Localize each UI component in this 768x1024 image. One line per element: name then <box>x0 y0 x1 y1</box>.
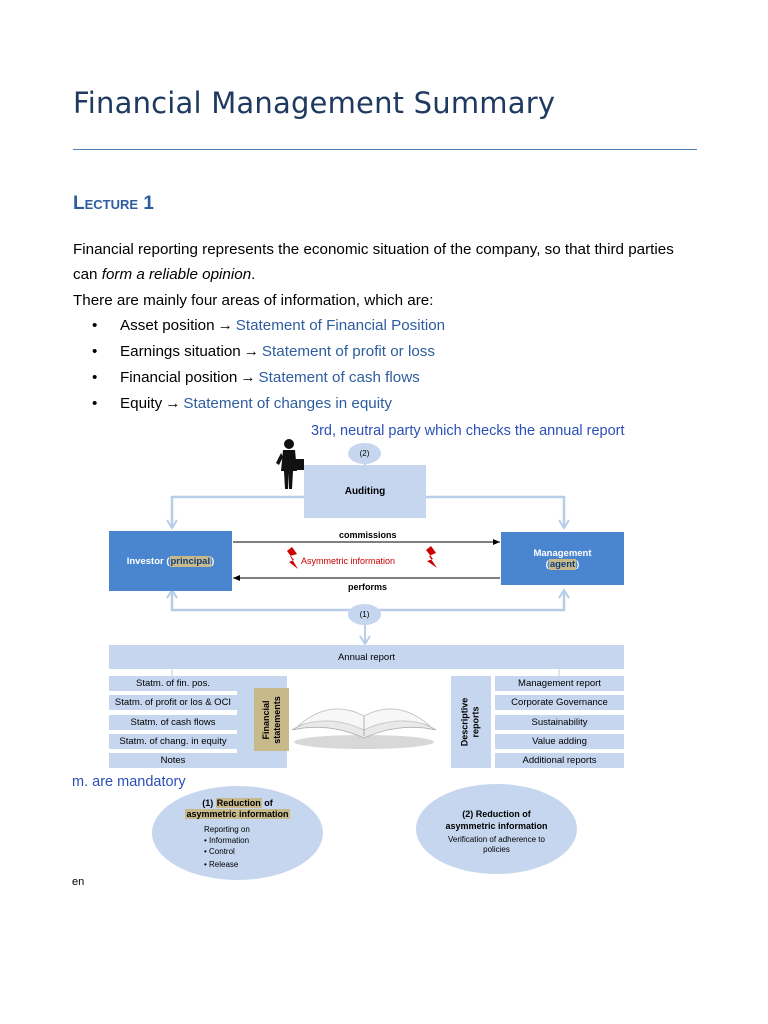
agent-line: (agent) <box>545 558 580 570</box>
intro-emphasis: form a reliable opinion <box>101 266 252 283</box>
agent-highlight: agent <box>548 558 577 570</box>
oval-1-of: of <box>264 798 273 808</box>
list-item: • Release <box>204 860 239 869</box>
commissions-label: commissions <box>339 530 397 540</box>
marker-2-badge: (2) <box>348 443 381 464</box>
list-item: Value adding <box>495 734 624 749</box>
bullet-statement: Statement of changes in equity <box>183 395 392 412</box>
third-party-annotation: 3rd, neutral party which checks the annu… <box>311 423 625 439</box>
cut-off-text: en <box>72 876 85 888</box>
areas-intro: There are mainly four areas of informati… <box>73 292 434 309</box>
oval-2-body: Verification of adherence to policies <box>416 835 577 855</box>
mandatory-annotation: m. are mandatory <box>72 774 186 790</box>
list-item: Corporate Governance <box>495 695 624 710</box>
financial-label-2: statements <box>272 696 282 744</box>
oval-1-sub: Reporting on <box>204 825 250 834</box>
bullet-icon: • <box>92 369 98 386</box>
oval-2-title-1: (2) Reduction of <box>462 809 531 819</box>
list-item: • Equity→Statement of changes in equity <box>92 394 445 420</box>
bullet-statement: Statement of Financial Position <box>235 317 446 334</box>
descriptive-reports-label: Descriptive reports <box>451 680 489 764</box>
financial-statements-highlight <box>254 688 289 751</box>
arrow-right-icon: → <box>165 395 181 412</box>
list-item: Additional reports <box>495 753 624 768</box>
oval-1-highlight-1: Reduction <box>215 798 262 808</box>
list-item: Statm. of fin. pos. <box>109 676 237 691</box>
marker-1-badge: (1) <box>348 604 381 625</box>
page-title: Financial Management Summary <box>73 86 556 120</box>
intro-prefix: can <box>73 266 102 283</box>
bullet-term: Asset position <box>120 317 215 334</box>
title-rule <box>73 149 697 150</box>
list-item: Statm. of cash flows <box>109 715 237 730</box>
auditing-box: Auditing <box>304 465 426 518</box>
oval-2-sub-1: Verification of adherence to <box>448 835 545 844</box>
list-item: Sustainability <box>495 715 624 730</box>
list-item: • Asset position→Statement of Financial P… <box>92 316 445 342</box>
intro-text-1: Financial reporting represents the econo… <box>73 241 674 258</box>
bullet-icon: • <box>92 317 98 334</box>
list-item: Statm. of chang. in equity <box>109 734 237 749</box>
intro-line-2: can form a reliable opinion. <box>73 265 255 285</box>
management-label: Management <box>533 547 592 559</box>
oval-1-num: (1) <box>202 798 214 808</box>
section-heading: Lecture 1 <box>73 193 154 214</box>
list-item: • Earnings situation→Statement of profit … <box>92 342 445 368</box>
arrow-right-icon: → <box>243 343 259 360</box>
asymmetric-info-label: Asymmetric information <box>301 556 396 566</box>
descriptive-label-1: Descriptive <box>459 697 469 747</box>
agent-open: ( <box>545 558 549 570</box>
bullet-term: Equity <box>120 395 163 412</box>
oval-1-body: Reporting on • Information • Control • R… <box>152 824 323 870</box>
agent-close: ) <box>576 558 580 570</box>
oval-2-title: (2) Reduction of asymmetric information <box>416 808 577 832</box>
investor-box: Investor (principal) <box>109 531 232 591</box>
list-item: • Financial position→Statement of cash fl… <box>92 368 445 394</box>
list-item: Management report <box>495 676 624 691</box>
intro-suffix: . <box>251 266 256 283</box>
audit-connector-top <box>170 495 304 527</box>
management-box: Management (agent) <box>501 532 624 585</box>
financial-label-1: Financial <box>261 700 271 740</box>
financial-statements-label: Financial statements <box>257 682 287 758</box>
audit-connector-top-right <box>426 495 566 527</box>
list-item: Notes <box>109 753 237 768</box>
arrow-right-icon: → <box>240 369 256 386</box>
bullet-icon: • <box>92 343 98 360</box>
oval-2-title-2: asymmetric information <box>445 821 548 831</box>
investor-label: Investor ( <box>126 555 170 567</box>
performs-label: performs <box>348 582 388 592</box>
bullet-term: Earnings situation <box>120 343 241 360</box>
principal-highlight: principal <box>169 555 212 567</box>
oval-1-title: (1) Reduction of asymmetric information <box>152 798 323 820</box>
list-item: Statm. of profit or los & OCI <box>109 695 237 710</box>
oval-1-highlight-2: asymmetric information <box>185 809 290 819</box>
investor-label-end: ) <box>211 555 215 567</box>
bullet-term: Financial position <box>120 369 238 386</box>
book-image <box>291 708 437 749</box>
intro-line-1: Financial reporting represents the econo… <box>73 240 674 260</box>
oval-2-sub-2: policies <box>483 845 510 854</box>
reduction-oval-2: (2) Reduction of asymmetric information … <box>416 784 577 874</box>
businessman-icon <box>276 439 304 489</box>
areas-list: •Asset position→Statement of Financial P… <box>92 316 445 420</box>
reduction-oval-1: (1) Reduction of asymmetric information … <box>152 786 323 880</box>
list-item: • Information <box>204 836 250 845</box>
bullet-statement: Statement of cash flows <box>258 369 420 386</box>
lightning-icon <box>426 546 437 568</box>
descriptive-label-2: reports <box>470 706 480 738</box>
annual-report-bar: Annual report <box>109 645 624 669</box>
bullet-statement: Statement of profit or loss <box>261 343 435 360</box>
descriptive-reports-column <box>451 676 491 768</box>
arrow-right-icon: → <box>217 317 233 334</box>
bullet-icon: • <box>92 395 98 412</box>
lightning-icon <box>287 547 298 569</box>
list-item: • Control <box>204 847 235 856</box>
